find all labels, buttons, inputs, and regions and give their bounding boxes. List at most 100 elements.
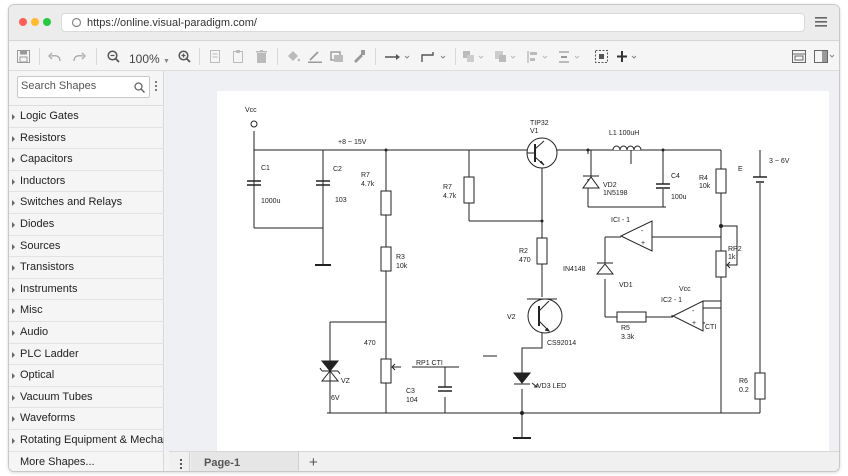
vd1-diode — [595, 262, 615, 275]
label-r6: R6 — [739, 378, 748, 385]
shape-category-item[interactable]: Capacitors — [9, 149, 164, 171]
save-icon[interactable] — [15, 48, 31, 65]
address-bar[interactable]: https://online.visual-paradigm.com/ — [61, 13, 805, 32]
shape-category-item[interactable]: Transistors — [9, 257, 164, 279]
search-shapes-input[interactable]: Search Shapes — [17, 76, 150, 98]
search-icon[interactable] — [134, 82, 145, 93]
waypoint-style-icon[interactable] — [419, 48, 449, 65]
expand-arrow-icon — [12, 416, 15, 423]
url-text: https://online.visual-paradigm.com/ — [87, 17, 257, 29]
shape-category-item[interactable]: Inductors — [9, 171, 164, 193]
more-shapes-link[interactable]: More Shapes... — [20, 456, 95, 468]
label-r4: R4 — [699, 175, 708, 182]
shape-category-item[interactable]: Resistors — [9, 128, 164, 150]
label-batt: 3 ~ 6V — [769, 158, 790, 165]
shape-category-item[interactable]: Vacuum Tubes — [9, 387, 164, 409]
browser-window: https://online.visual-paradigm.com/ 100%… — [8, 4, 840, 472]
label-c3-val: 104 — [406, 397, 418, 404]
zoom-level[interactable]: 100% ▼ — [129, 52, 170, 66]
label-r4-val: 10k — [699, 183, 711, 190]
tab-page-1[interactable]: Page-1 — [191, 452, 299, 471]
shape-category-item[interactable]: Sources — [9, 236, 164, 258]
label-c2-val: 103 — [335, 197, 347, 204]
circuit-diagram: Vcc +8 ~ 15V C1 1000u C2 103 R7 4.7k R3 … — [245, 107, 790, 439]
zoom-in-icon[interactable] — [176, 48, 192, 65]
hamburger-menu-icon[interactable] — [815, 16, 827, 28]
diagram-page: Vcc +8 ~ 15V C1 1000u C2 103 R7 4.7k R3 … — [217, 91, 829, 451]
layout-panel-icon[interactable] — [813, 48, 837, 65]
label-r3: R3 — [396, 254, 405, 261]
minimize-window-button[interactable] — [31, 18, 39, 26]
shape-category-label: PLC Ladder — [20, 347, 79, 360]
maximize-window-button[interactable] — [43, 18, 51, 26]
delete-icon[interactable] — [254, 48, 268, 65]
shape-category-item[interactable]: Instruments — [9, 279, 164, 301]
send-back-icon[interactable] — [493, 48, 519, 65]
add-page-icon[interactable]: + — [309, 454, 318, 471]
shadow-icon[interactable] — [329, 48, 345, 65]
label-r7-val: 4.7k — [361, 181, 375, 188]
shape-category-item[interactable]: Waveforms — [9, 408, 164, 430]
label-vd2: VD2 — [603, 182, 617, 189]
zoom-out-icon[interactable] — [105, 48, 121, 65]
shape-category-label: Audio — [20, 325, 49, 338]
shape-category-item[interactable]: Optical — [9, 365, 164, 387]
label-supply: +8 ~ 15V — [338, 139, 367, 146]
label-c2: C2 — [333, 166, 342, 173]
canvas-area[interactable]: Vcc +8 ~ 15V C1 1000u C2 103 R7 4.7k R3 … — [165, 71, 839, 451]
label-c3: C3 — [406, 388, 415, 395]
shape-category-label: Instruments — [20, 282, 78, 295]
page-menu-icon[interactable] — [172, 452, 190, 471]
label-vd3: VD3 LED — [537, 383, 566, 390]
expand-arrow-icon — [12, 286, 15, 293]
shape-category-item[interactable]: Switches and Relays — [9, 192, 164, 214]
expand-arrow-icon — [12, 114, 15, 120]
align-icon[interactable] — [525, 48, 551, 65]
shape-category-item[interactable]: PLC Ladder — [9, 344, 164, 366]
paste-icon[interactable] — [231, 48, 245, 65]
expand-arrow-icon — [12, 221, 15, 228]
connector-style-icon[interactable] — [383, 48, 413, 65]
label-e: E — [738, 166, 743, 173]
c2-capacitor — [316, 180, 330, 186]
insert-plus-icon[interactable] — [615, 48, 641, 65]
line-color-icon[interactable] — [307, 48, 323, 65]
format-painter-icon[interactable] — [351, 48, 367, 65]
shape-category-item[interactable]: Rotating Equipment & Mechanica... — [9, 430, 164, 452]
fill-color-icon[interactable] — [285, 48, 301, 65]
label-cs92014: CS92014 — [547, 340, 576, 347]
shape-category-item[interactable]: Misc — [9, 300, 164, 322]
shape-category-item[interactable]: Diodes — [9, 214, 164, 236]
expand-arrow-icon — [12, 329, 15, 336]
expand-arrow-icon — [12, 243, 15, 250]
expand-arrow-icon — [12, 437, 15, 444]
undo-icon[interactable] — [47, 48, 63, 65]
format-panel-icon[interactable] — [791, 48, 807, 65]
select-all-icon[interactable] — [593, 48, 609, 65]
label-c4-val: 100u — [671, 194, 687, 201]
redo-icon[interactable] — [71, 48, 87, 65]
bring-front-icon[interactable] — [461, 48, 487, 65]
label-470: 470 — [364, 340, 376, 347]
shape-category-label: Resistors — [20, 131, 66, 144]
chevron-down-icon: ▼ — [163, 58, 170, 65]
distribute-icon[interactable] — [557, 48, 583, 65]
shape-category-label: Vacuum Tubes — [20, 390, 93, 403]
label-vcc: Vcc — [245, 107, 257, 114]
shape-category-label: Switches and Relays — [20, 196, 123, 209]
shape-category-item[interactable]: Logic Gates — [9, 106, 164, 128]
vcc-terminal — [250, 120, 258, 128]
browser-titlebar: https://online.visual-paradigm.com/ — [9, 5, 839, 41]
shape-category-label: Optical — [20, 369, 55, 382]
copy-icon[interactable] — [208, 48, 222, 65]
label-c1-val: 1000u — [261, 198, 281, 205]
shape-category-item[interactable]: Audio — [9, 322, 164, 344]
expand-arrow-icon — [12, 308, 15, 315]
shape-category-label: Misc — [20, 304, 43, 317]
shape-category-label: Diodes — [20, 217, 55, 230]
rp2-potentiometer — [715, 250, 727, 278]
label-rp2: RP2 — [728, 246, 742, 253]
sidebar-options-icon[interactable] — [155, 81, 158, 93]
close-window-button[interactable] — [19, 18, 27, 26]
